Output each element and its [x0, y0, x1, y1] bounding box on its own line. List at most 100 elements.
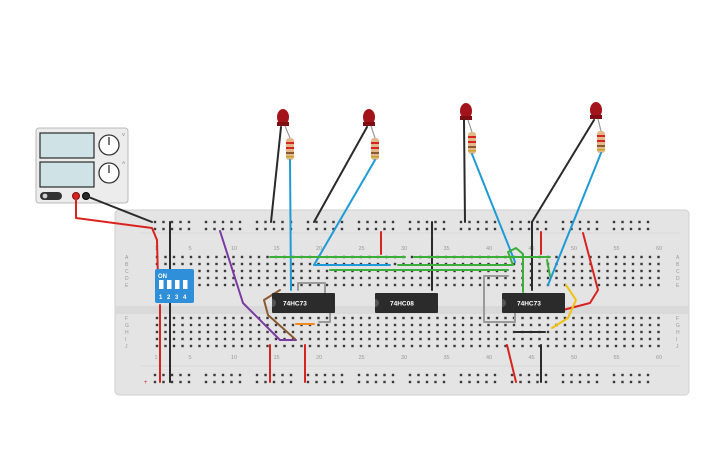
breadboard-hole[interactable] — [255, 220, 259, 224]
breadboard-hole[interactable] — [368, 316, 371, 320]
breadboard-hole[interactable] — [340, 373, 344, 377]
breadboard-hole[interactable] — [223, 276, 227, 280]
breadboard-hole[interactable] — [459, 220, 463, 224]
breadboard-hole[interactable] — [206, 316, 210, 320]
breadboard-hole[interactable] — [538, 344, 541, 348]
breadboard-hole[interactable] — [334, 283, 337, 287]
breadboard-hole[interactable] — [383, 227, 386, 231]
breadboard-hole[interactable] — [266, 337, 269, 341]
breadboard-hole[interactable] — [512, 323, 516, 327]
breadboard-hole[interactable] — [334, 337, 337, 341]
breadboard-hole[interactable] — [351, 344, 354, 348]
wire-red-right[interactable] — [562, 232, 599, 311]
breadboard-hole[interactable] — [257, 337, 261, 341]
breadboard-hole[interactable] — [232, 316, 235, 320]
breadboard-hole[interactable] — [587, 227, 590, 231]
breadboard-hole[interactable] — [257, 276, 261, 280]
dip-switch-toggle-4[interactable] — [183, 280, 188, 289]
breadboard-hole[interactable] — [266, 276, 269, 280]
resistor-3[interactable] — [467, 119, 476, 154]
breadboard-hole[interactable] — [232, 330, 235, 334]
breadboard-hole[interactable] — [402, 276, 405, 280]
dip-switch[interactable]: ON 1 2 3 4 — [155, 269, 194, 303]
breadboard-hole[interactable] — [232, 262, 235, 266]
breadboard-hole[interactable] — [300, 276, 303, 280]
breadboard-hole[interactable] — [657, 316, 660, 320]
breadboard-hole[interactable] — [631, 283, 635, 287]
breadboard-hole[interactable] — [519, 380, 522, 384]
breadboard-hole[interactable] — [621, 373, 624, 377]
breadboard-hole[interactable] — [417, 373, 420, 377]
breadboard-hole[interactable] — [266, 323, 269, 327]
breadboard-hole[interactable] — [368, 323, 371, 327]
breadboard-hole[interactable] — [325, 269, 329, 273]
breadboard-hole[interactable] — [172, 262, 176, 266]
breadboard-hole[interactable] — [461, 323, 465, 327]
breadboard-hole[interactable] — [614, 323, 618, 327]
breadboard-hole[interactable] — [587, 220, 590, 224]
breadboard-hole[interactable] — [470, 323, 473, 327]
breadboard-hole[interactable] — [512, 269, 516, 273]
breadboard-hole[interactable] — [179, 380, 182, 384]
breadboard-hole[interactable] — [410, 283, 414, 287]
breadboard-hole[interactable] — [215, 337, 218, 341]
breadboard-hole[interactable] — [425, 373, 429, 377]
breadboard-hole[interactable] — [614, 344, 618, 348]
breadboard-hole[interactable] — [589, 283, 592, 287]
breadboard-hole[interactable] — [368, 344, 371, 348]
breadboard-hole[interactable] — [334, 316, 337, 320]
breadboard-hole[interactable] — [232, 337, 235, 341]
breadboard-hole[interactable] — [442, 220, 446, 224]
breadboard-hole[interactable] — [300, 283, 303, 287]
breadboard-hole[interactable] — [493, 380, 497, 384]
breadboard-hole[interactable] — [189, 337, 193, 341]
breadboard-hole[interactable] — [631, 323, 635, 327]
breadboard-hole[interactable] — [417, 220, 420, 224]
breadboard-hole[interactable] — [232, 283, 235, 287]
breadboard-hole[interactable] — [281, 380, 284, 384]
breadboard-hole[interactable] — [487, 323, 490, 327]
breadboard-hole[interactable] — [264, 373, 267, 377]
breadboard-hole[interactable] — [393, 337, 397, 341]
breadboard-hole[interactable] — [657, 330, 660, 334]
breadboard-hole[interactable] — [291, 276, 295, 280]
breadboard-hole[interactable] — [257, 283, 261, 287]
breadboard-hole[interactable] — [578, 373, 582, 377]
breadboard-hole[interactable] — [563, 323, 567, 327]
breadboard-hole[interactable] — [187, 220, 191, 224]
breadboard-hole[interactable] — [504, 323, 507, 327]
breadboard-hole[interactable] — [215, 344, 218, 348]
breadboard-hole[interactable] — [521, 316, 524, 320]
breadboard-hole[interactable] — [587, 380, 590, 384]
breadboard-hole[interactable] — [640, 262, 643, 266]
breadboard-hole[interactable] — [640, 276, 643, 280]
breadboard-hole[interactable] — [453, 276, 456, 280]
breadboard-hole[interactable] — [402, 330, 405, 334]
breadboard-hole[interactable] — [657, 262, 660, 266]
breadboard-hole[interactable] — [283, 323, 286, 327]
breadboard-hole[interactable] — [461, 283, 465, 287]
breadboard-hole[interactable] — [391, 380, 395, 384]
breadboard-hole[interactable] — [648, 337, 652, 341]
breadboard-hole[interactable] — [249, 255, 252, 259]
breadboard-hole[interactable] — [427, 330, 431, 334]
wire-led3-signal[interactable] — [471, 153, 516, 263]
breadboard-hole[interactable] — [240, 323, 244, 327]
dip-switch-toggle-3[interactable] — [175, 280, 180, 289]
breadboard-hole[interactable] — [368, 276, 371, 280]
breadboard-hole[interactable] — [238, 380, 242, 384]
breadboard-hole[interactable] — [291, 323, 295, 327]
breadboard-hole[interactable] — [589, 255, 592, 259]
breadboard-hole[interactable] — [385, 283, 388, 287]
breadboard-hole[interactable] — [340, 227, 344, 231]
breadboard-hole[interactable] — [510, 227, 514, 231]
breadboard-hole[interactable] — [631, 330, 635, 334]
breadboard-hole[interactable] — [300, 330, 303, 334]
wire-yellow[interactable] — [551, 284, 577, 329]
breadboard-hole[interactable] — [629, 380, 633, 384]
breadboard-hole[interactable] — [179, 220, 182, 224]
breadboard-hole[interactable] — [308, 330, 312, 334]
breadboard-hole[interactable] — [546, 330, 550, 334]
breadboard-hole[interactable] — [393, 316, 397, 320]
breadboard-hole[interactable] — [402, 344, 405, 348]
